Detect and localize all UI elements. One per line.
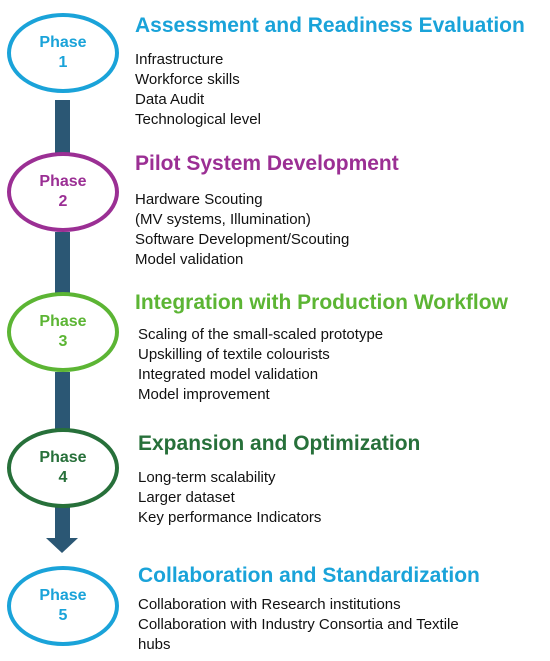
phase-3-number: 3 [58,333,68,350]
phase-5-items: Collaboration with Research institutions… [138,595,459,655]
phase-2-item: Hardware Scouting [135,191,263,208]
phase-2-number: 2 [58,193,68,210]
phase-2-circle: Phase 2 [7,152,119,232]
phase-1-circle: Phase 1 [7,13,119,93]
phase-4-item: Long-term scalability [138,469,276,486]
phase-4-items: Long-term scalability Larger dataset Key… [138,468,321,528]
phase-1-number: 1 [58,54,68,71]
phase-4-title: Expansion and Optimization [138,432,421,455]
connector-3-4 [55,372,70,430]
phase-2-title: Pilot System Development [135,152,399,175]
phase-5-label: Phase [39,587,87,604]
phase-4-item: Key performance Indicators [138,509,322,526]
phase-5-number: 5 [58,607,68,624]
phase-1-item: Technological level [135,111,261,128]
phase-5-item: Collaboration with Industry Consortia an… [138,616,459,633]
phase-1-title: Assessment and Readiness Evaluation [135,14,525,37]
arrow-down-icon [46,538,78,553]
phase-3-title: Integration with Production Workflow [135,291,508,314]
phase-3-circle: Phase 3 [7,292,119,372]
phase-5-item: hubs [138,636,171,653]
phase-2-item: Software Development/Scouting [135,231,350,248]
phase-2-items: Hardware Scouting (MV systems, Illuminat… [135,190,349,270]
phase-5-item: Collaboration with Research institutions [138,596,401,613]
phase-4-number: 4 [58,469,68,486]
phase-4-label: Phase [39,449,87,466]
phase-3-label: Phase [39,313,87,330]
phase-1-item: Data Audit [135,91,205,108]
phase-1-label: Phase [39,34,87,51]
phase-3-item: Scaling of the small-scaled prototype [138,326,384,343]
connector-1-2 [55,100,70,164]
phase-1-item: Infrastructure [135,51,224,68]
phase-3-item: Upskilling of textile colourists [138,346,330,363]
connector-4-5 [55,506,70,540]
phase-3-item: Integrated model validation [138,366,319,383]
connector-2-3 [55,232,70,302]
phase-5-circle: Phase 5 [7,566,119,646]
phase-1-item: Workforce skills [135,71,240,88]
phase-2-label: Phase [39,173,87,190]
phase-1-items: Infrastructure Workforce skills Data Aud… [135,50,261,130]
phase-4-item: Larger dataset [138,489,235,506]
phase-3-item: Model improvement [138,386,270,403]
phase-5-title: Collaboration and Standardization [138,564,480,587]
phase-2-item: Model validation [135,251,244,268]
phase-3-items: Scaling of the small-scaled prototype Up… [138,325,383,405]
phase-2-item: (MV systems, Illumination) [135,211,311,228]
phase-4-circle: Phase 4 [7,428,119,508]
